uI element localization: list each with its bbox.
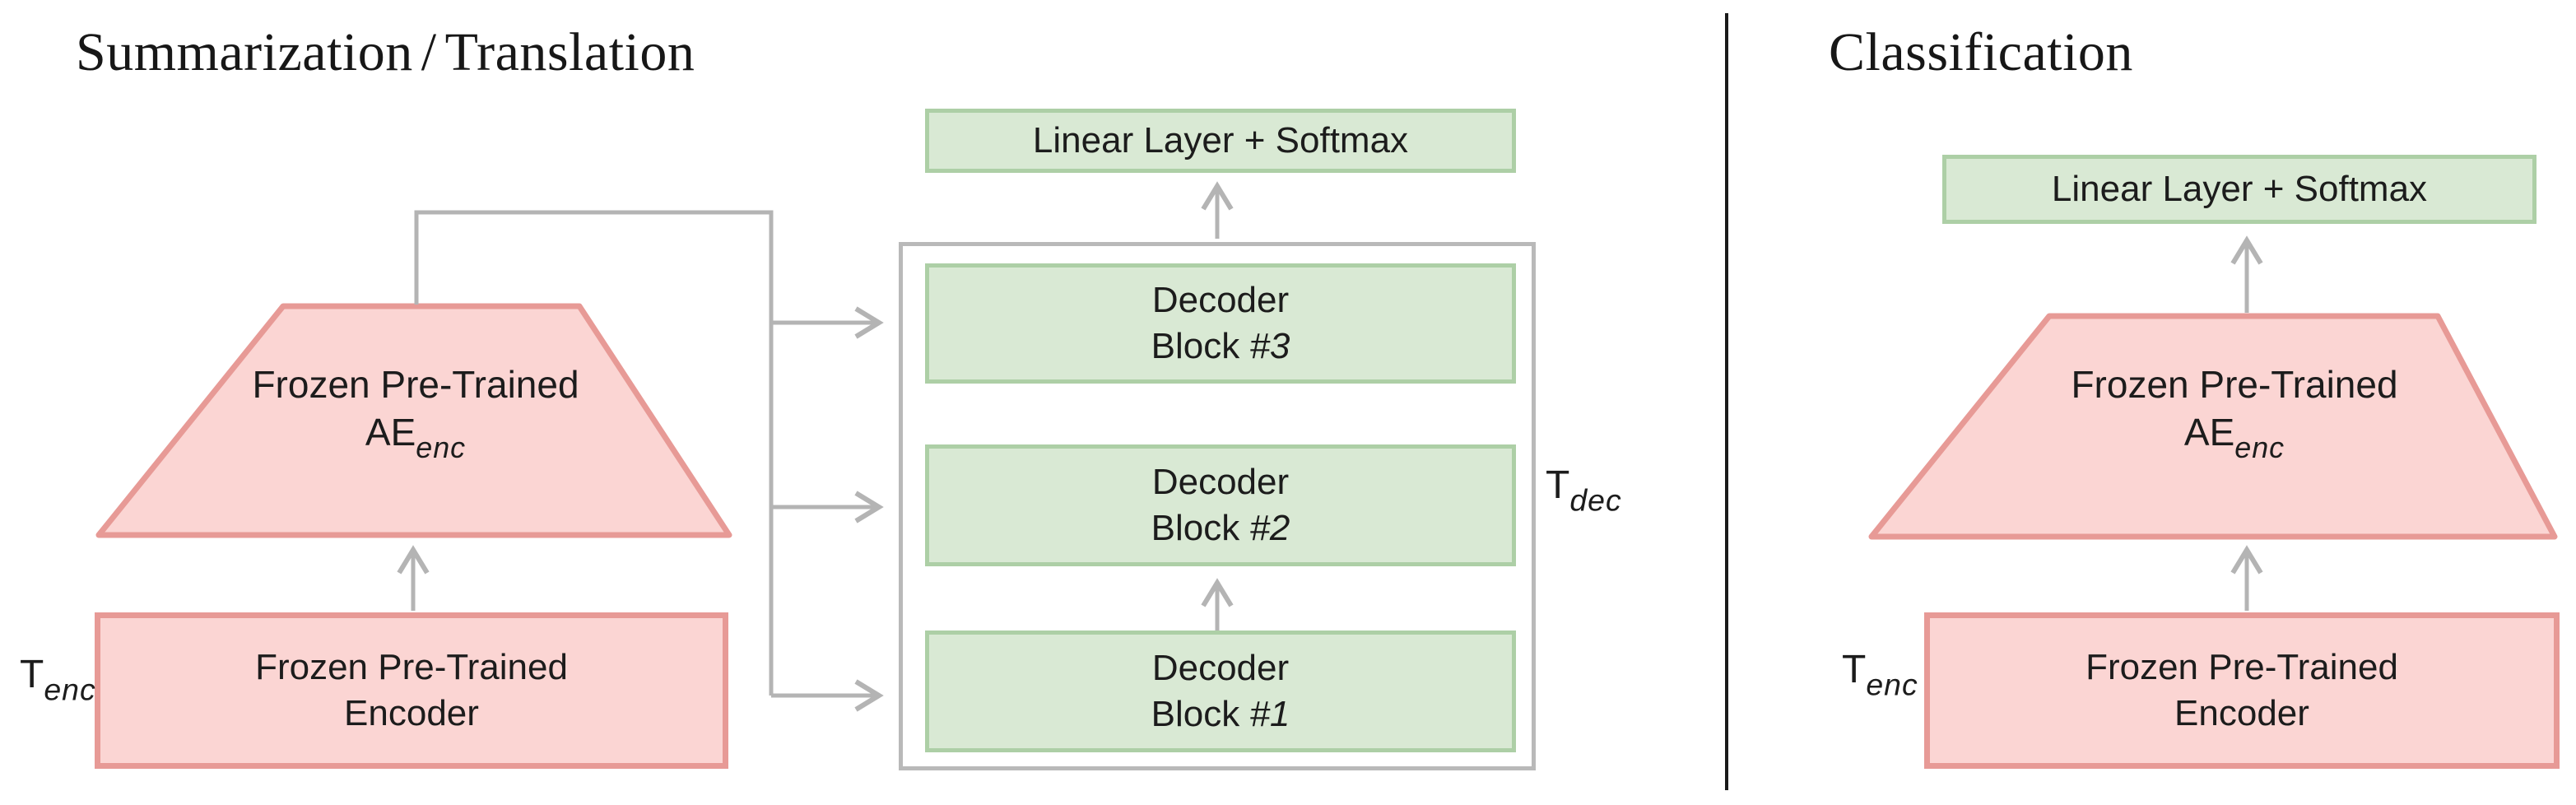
linear-softmax-label-right: Linear Layer + Softmax	[2051, 169, 2428, 209]
t-dec-base: T	[1546, 463, 1570, 507]
encoder-line2-right: Encoder	[2174, 693, 2309, 733]
left-section-title: Summarization/Translation	[76, 21, 695, 84]
encoder-line1: Frozen Pre-Trained	[255, 647, 568, 687]
frozen-ae-line2-right: AEenc	[1988, 408, 2481, 464]
frozen-ae-line1-right: Frozen Pre-Trained	[2071, 363, 2398, 406]
t-enc-label-right: Tenc	[1842, 647, 1918, 702]
linear-softmax-box-left: Linear Layer + Softmax	[925, 109, 1516, 173]
ae-subscript: enc	[416, 431, 467, 465]
decoder-block-2: Decoder Block #2	[925, 444, 1516, 566]
t-enc-base-right: T	[1842, 648, 1867, 691]
decoder-stack-container	[899, 242, 1536, 770]
block3-word: Block	[1151, 326, 1250, 366]
ae-acronym-right: AE	[2183, 411, 2235, 454]
block2-number: #2	[1249, 508, 1290, 548]
frozen-ae-label-right: Frozen Pre-Trained AEenc	[1988, 361, 2481, 464]
left-title-part1: Summarization	[76, 22, 413, 82]
left-title-slash: /	[421, 22, 437, 82]
frozen-ae-trapezoid-right	[1868, 313, 2558, 540]
block3-number: #3	[1249, 326, 1290, 366]
frozen-ae-line2: AEenc	[169, 408, 663, 464]
block1-number: #1	[1249, 694, 1290, 734]
linear-softmax-label-left: Linear Layer + Softmax	[1032, 120, 1409, 161]
ae-output-feed-line	[414, 210, 774, 696]
encoder-line1-right: Frozen Pre-Trained	[2085, 647, 2398, 687]
ae-subscript-right: enc	[2234, 431, 2285, 465]
t-enc-sub: enc	[44, 672, 96, 707]
frozen-ae-label-left: Frozen Pre-Trained AEenc	[169, 361, 663, 464]
t-dec-sub: dec	[1569, 482, 1622, 518]
right-section-title: Classification	[1829, 22, 2133, 82]
decoder-block3-line2: Block #3	[1151, 323, 1290, 370]
t-enc-sub-right: enc	[1866, 667, 1918, 702]
decoder-block-3: Decoder Block #3	[925, 263, 1516, 384]
ae-acronym: AE	[365, 411, 416, 454]
decoder-block1-line2: Block #1	[1151, 691, 1290, 738]
encoder-line2: Encoder	[344, 693, 479, 733]
frozen-encoder-box-right: Frozen Pre-Trained Encoder	[1924, 612, 2560, 769]
left-title-part2: Translation	[444, 22, 695, 82]
t-enc-label-left: Tenc	[20, 652, 96, 707]
decoder-block1-line1: Decoder	[1151, 648, 1290, 688]
frozen-encoder-box-left: Frozen Pre-Trained Encoder	[95, 612, 728, 769]
t-dec-label: Tdec	[1546, 463, 1622, 518]
decoder-block2-line1: Decoder	[1151, 462, 1290, 502]
decoder-block2-line2: Block #2	[1151, 505, 1290, 551]
t-enc-base: T	[20, 653, 44, 696]
decoder-block3-line1: Decoder	[1151, 280, 1290, 320]
decoder-block-1: Decoder Block #1	[925, 631, 1516, 752]
block2-word: Block	[1151, 508, 1250, 548]
frozen-ae-trapezoid-left	[95, 303, 732, 538]
frozen-ae-line1: Frozen Pre-Trained	[252, 363, 579, 406]
block1-word: Block	[1151, 694, 1250, 734]
linear-softmax-box-right: Linear Layer + Softmax	[1942, 155, 2536, 224]
